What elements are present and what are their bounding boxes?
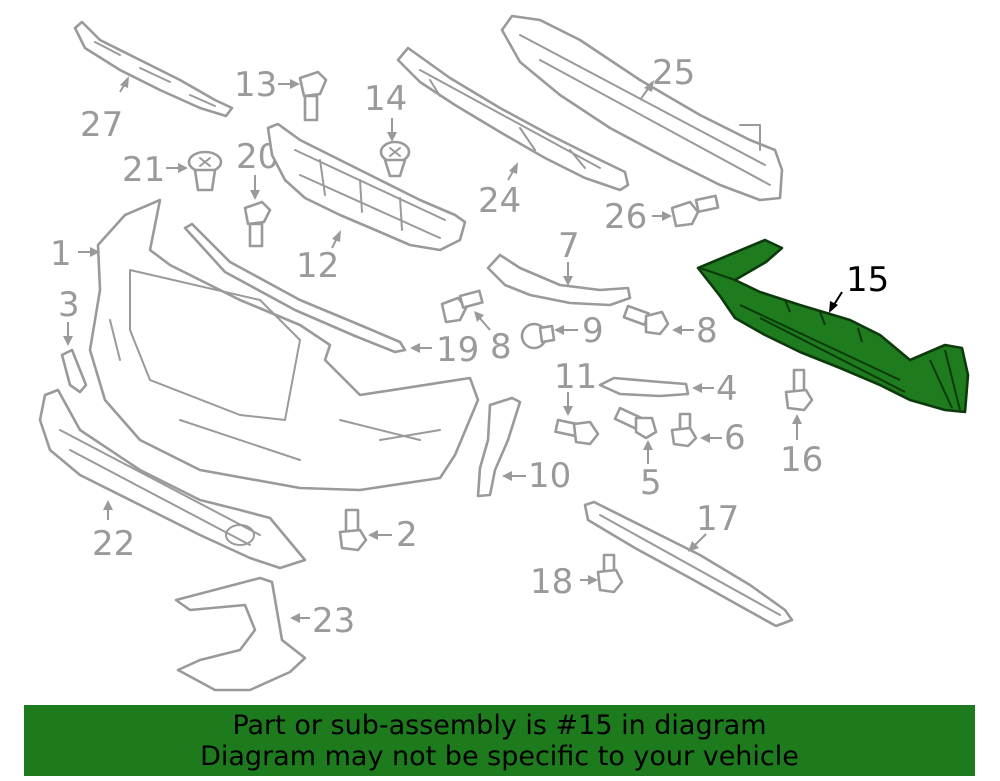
callout-21: 21 [122,150,165,190]
part-3-bracket [60,348,88,394]
callout-19: 19 [436,330,479,370]
part-21-clip [187,150,223,192]
banner-line-1: Part or sub-assembly is #15 in diagram [232,709,767,741]
part-18-bolt [596,553,624,594]
part-27-bracket [73,20,234,118]
callout-3: 3 [58,285,80,325]
part-19-molding [183,222,407,354]
part-25-bumper-beam [500,14,784,202]
callout-18: 18 [530,562,573,602]
callout-13: 13 [234,65,277,105]
callout-25: 25 [652,53,695,93]
banner-line-2: Diagram may not be specific to your vehi… [200,740,799,772]
callout-9: 9 [582,311,604,351]
part-5-bolt [613,406,658,440]
callout-8-right: 8 [696,311,718,351]
part-4-bracket [598,376,690,398]
part-12-grille-support [266,122,467,252]
part-20-bolt [243,200,272,248]
callout-27: 27 [80,105,123,145]
callout-23: 23 [312,601,355,641]
callout-1: 1 [50,234,72,274]
callout-7: 7 [558,226,580,266]
part-24-reinforcement [396,46,630,192]
callout-22: 22 [92,524,135,564]
callout-12: 12 [296,246,339,286]
part-2-bolt [338,508,368,552]
callout-16: 16 [780,440,823,480]
callout-24: 24 [478,181,521,221]
part-22-lower-grille [38,388,307,570]
part-14-clip [379,140,411,178]
part-8-bolt-left [440,289,484,324]
part-8-bolt-right [622,304,670,336]
part-17-lower-strip [583,500,794,628]
callout-11: 11 [554,357,597,397]
callout-5: 5 [640,463,662,503]
part-23-trim [174,576,307,692]
callout-2: 2 [396,515,418,555]
callout-6: 6 [724,418,746,458]
callout-10: 10 [528,456,571,496]
part-6-bolt [670,412,698,448]
callout-15: 15 [846,260,889,300]
part-9-clip [520,322,556,350]
callout-8-left: 8 [490,327,512,367]
part-16-bolt [784,368,814,412]
info-banner: Part or sub-assembly is #15 in diagram D… [24,705,975,776]
part-7-bracket [486,253,632,307]
callout-4: 4 [716,369,738,409]
callout-17: 17 [696,499,739,539]
part-26-bolt [670,194,720,228]
part-11-bolt [554,418,600,446]
part-1-bumper-cover [88,198,480,492]
part-10-bracket [476,396,522,498]
part-15-absorber-highlighted[interactable] [696,238,970,414]
part-13-bolt [298,70,328,122]
callout-26: 26 [604,197,647,237]
callout-14: 14 [364,79,407,119]
